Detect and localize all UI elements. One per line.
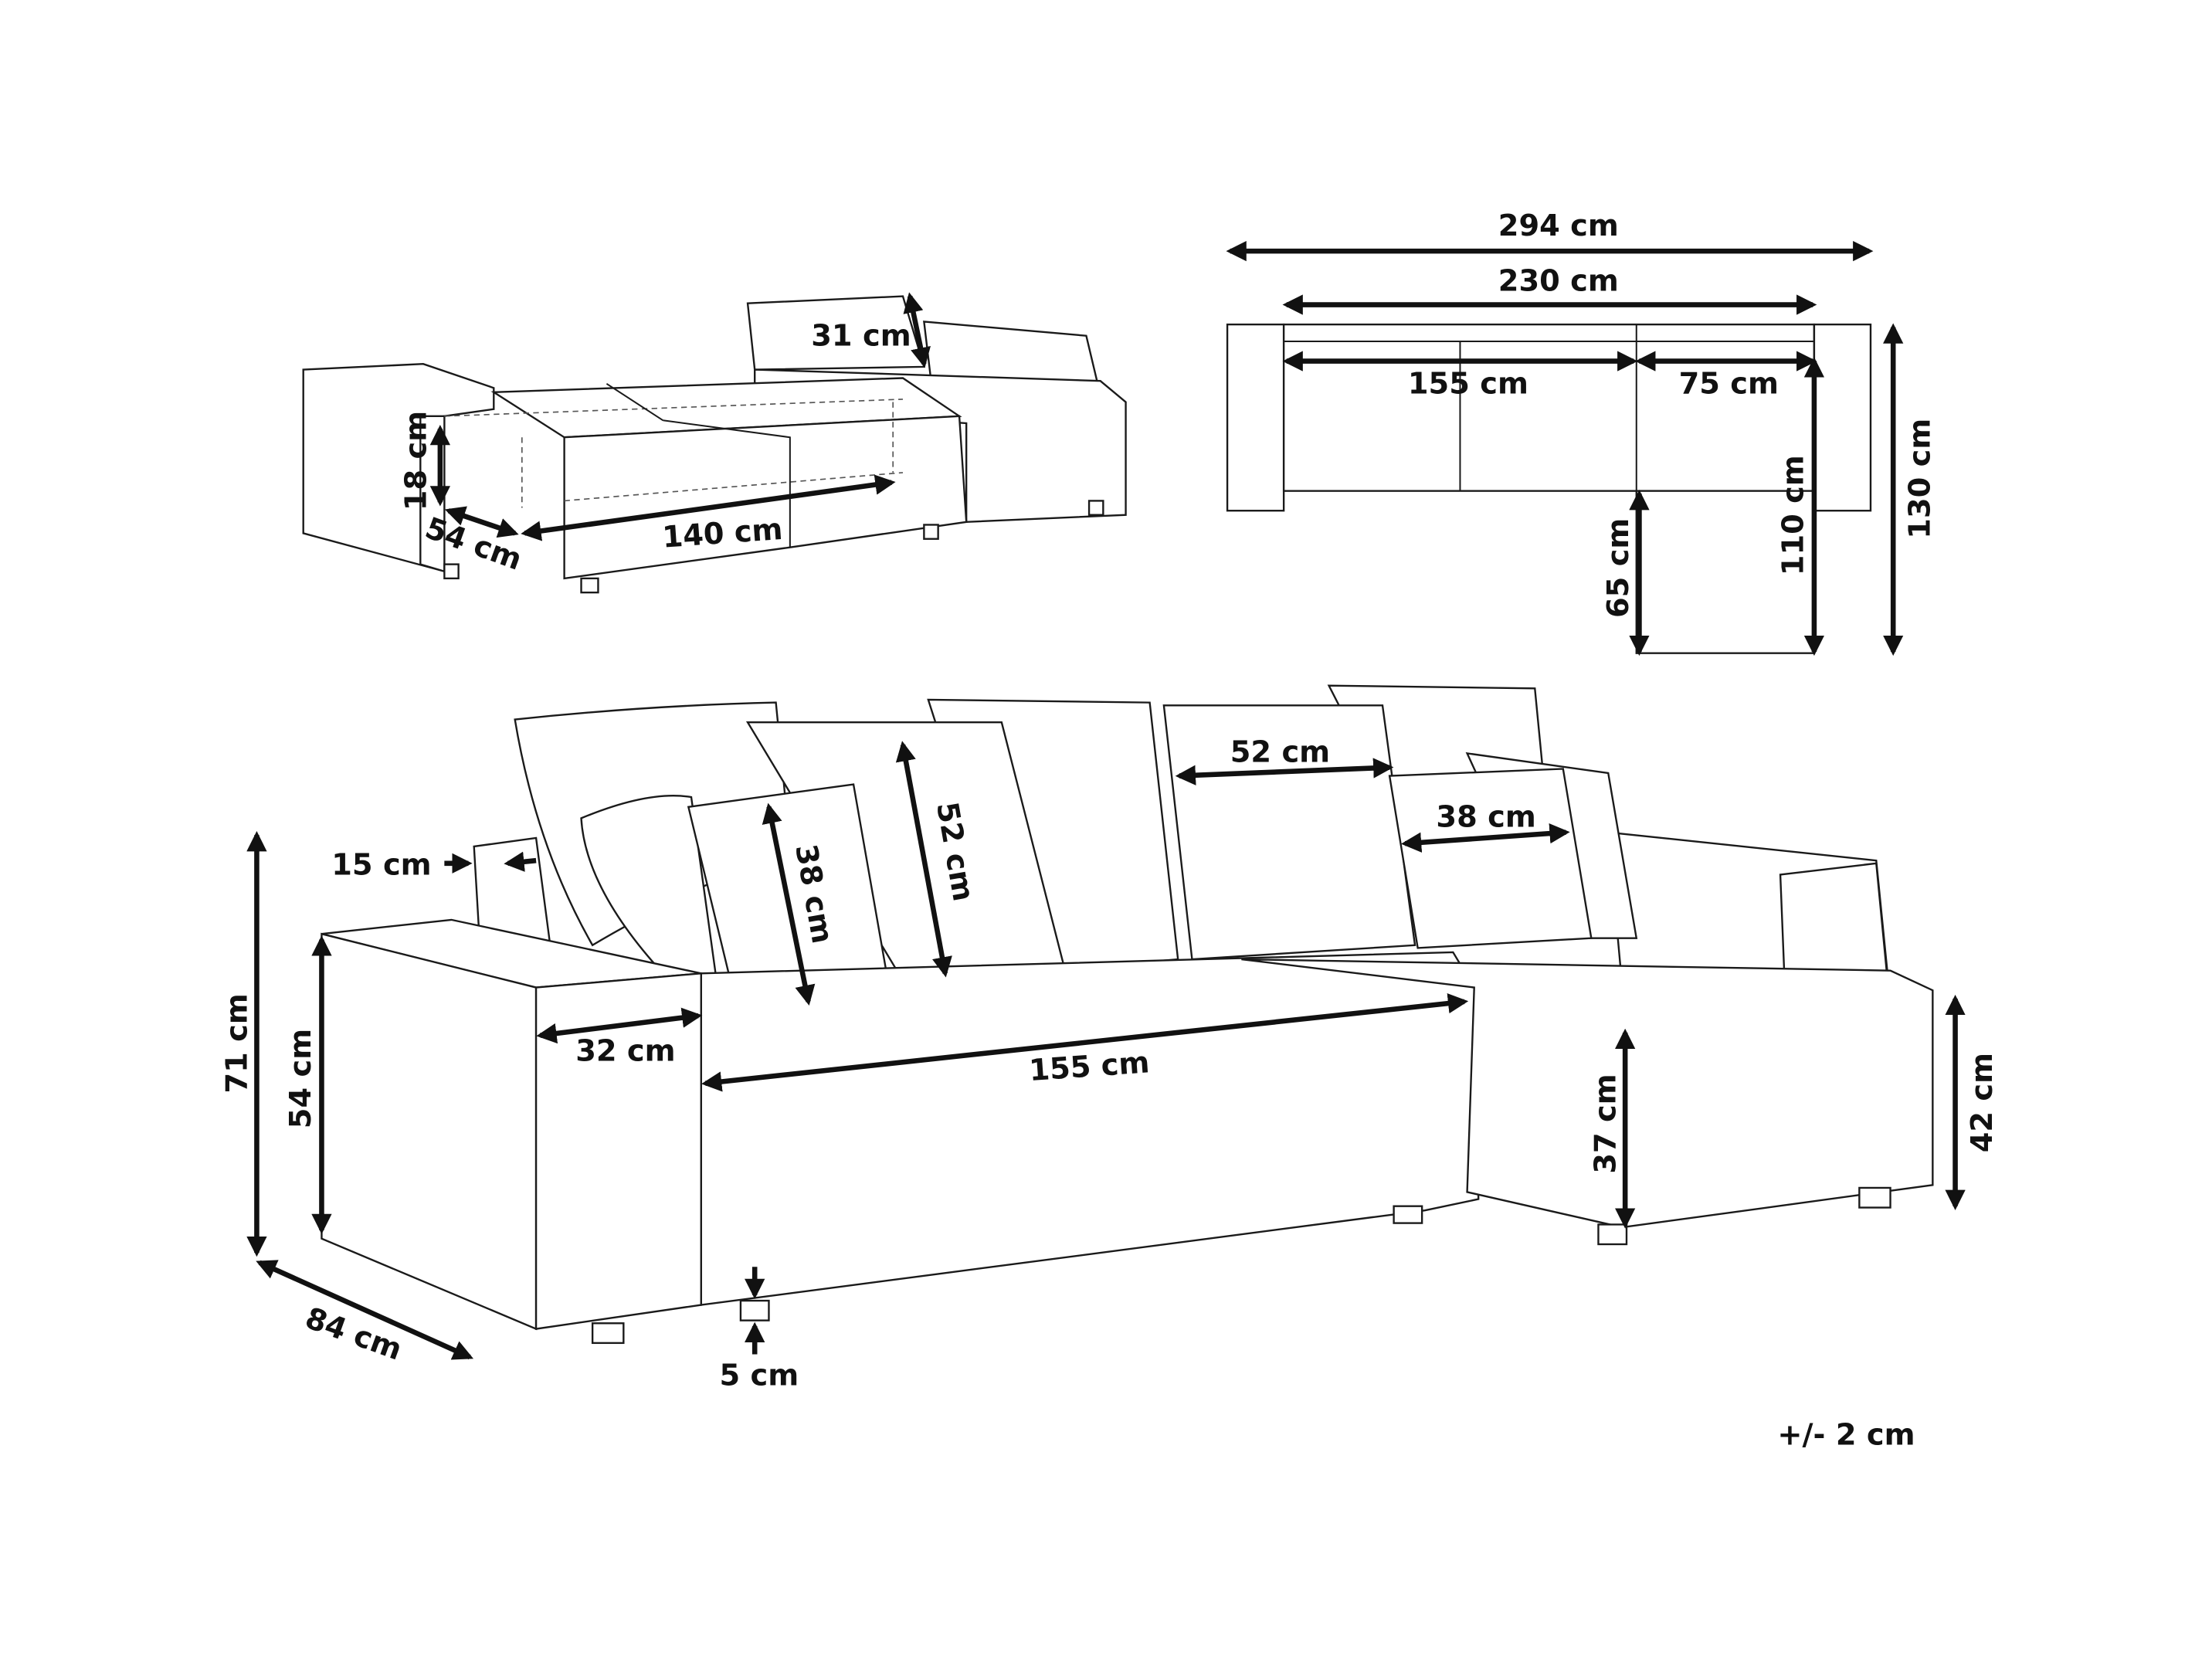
tolerance-note: +/- 2 cm [1777, 1417, 1915, 1452]
depth-label: 84 cm [300, 1301, 406, 1368]
armrest-height-label: 54 cm [283, 1029, 318, 1128]
total-height-label: 71 cm [220, 993, 255, 1093]
small-cushion-width-label: 38 cm [1436, 799, 1535, 834]
chaise-section-label: 75 cm [1679, 367, 1779, 402]
front-view: 15 cm 71 cm 54 cm 84 cm 32 cm 155 cm 52 … [220, 684, 2000, 1393]
fold-out-view: 31 cm 18 cm 54 cm 140 cm [302, 292, 1127, 594]
chaise-height-label: 42 cm [1965, 1053, 2000, 1152]
seat-width-label: 155 cm [1028, 1045, 1151, 1088]
chaise-depth-label: 110 cm [1776, 455, 1810, 575]
total-depth-label: 130 cm [1903, 419, 1938, 539]
chaise-extension-label: 65 cm [1601, 518, 1636, 618]
top-view: 294 cm 230 cm 155 cm 75 cm 130 cm 110 cm… [1226, 209, 1938, 656]
seat-width-label: 230 cm [1498, 263, 1619, 298]
total-width-label: 294 cm [1498, 209, 1619, 243]
mattress-thickness-label: 18 cm [399, 411, 434, 511]
mattress-width-label: 140 cm [661, 512, 784, 555]
armrest-width-label: 15 cm [331, 847, 431, 882]
sofa-section-label: 155 cm [1408, 367, 1528, 402]
backrest-height-label: 31 cm [811, 319, 911, 354]
leg-height-label: 5 cm [720, 1359, 799, 1393]
large-cushion-width-label: 52 cm [1230, 735, 1330, 769]
arm-width-label: 32 cm [575, 1034, 675, 1069]
seat-height-label: 37 cm [1588, 1074, 1623, 1173]
